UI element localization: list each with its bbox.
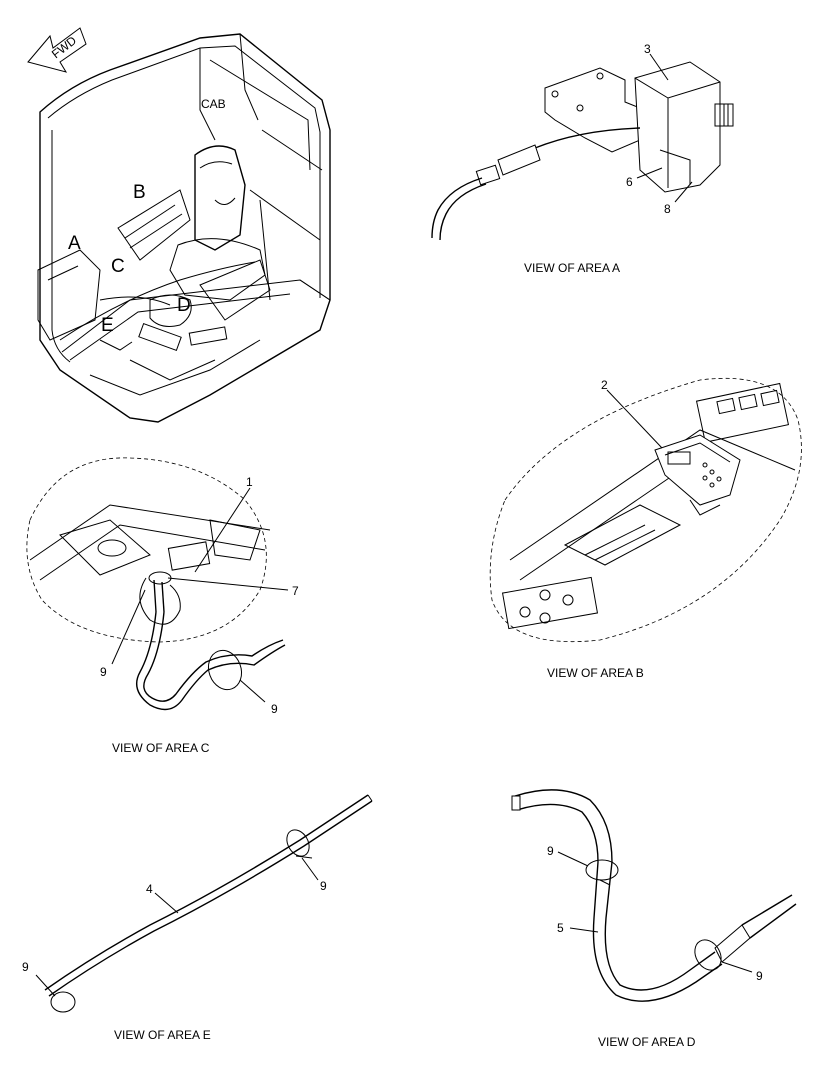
callout-d-9-bottom: 9 xyxy=(756,969,763,983)
caption-view-c: VIEW OF AREA C xyxy=(112,741,210,755)
fwd-arrow-label: FWD xyxy=(49,33,79,61)
area-label-b: B xyxy=(133,182,146,203)
callout-e-9-right: 9 xyxy=(320,879,327,893)
view-area-b: 2 VIEW OF AREA B xyxy=(489,377,802,680)
area-label-e: E xyxy=(101,315,114,336)
cab-overview: CAB B A C D E xyxy=(37,33,331,423)
callout-a-8: 8 xyxy=(664,202,671,216)
callout-d-9-top: 9 xyxy=(547,844,554,858)
area-label-c: C xyxy=(111,256,125,277)
callout-c-9-left: 9 xyxy=(100,665,107,679)
callout-a-3: 3 xyxy=(644,42,651,56)
callout-e-4: 4 xyxy=(146,882,153,896)
callout-a-6: 6 xyxy=(626,175,633,189)
fwd-arrow: FWD xyxy=(27,27,87,73)
area-label-d: D xyxy=(177,295,191,316)
callout-d-5: 5 xyxy=(557,921,564,935)
caption-view-d: VIEW OF AREA D xyxy=(598,1035,696,1049)
callout-c-1: 1 xyxy=(246,475,253,489)
view-area-d: 9 5 9 VIEW OF AREA D xyxy=(511,789,797,1049)
view-area-e: 4 9 9 VIEW OF AREA E xyxy=(22,794,373,1042)
view-area-c: 1 7 9 9 VIEW OF AREA C xyxy=(26,457,299,755)
caption-view-a: VIEW OF AREA A xyxy=(524,261,620,275)
callout-c-7: 7 xyxy=(292,584,299,598)
callout-e-9-left: 9 xyxy=(22,960,29,974)
callout-b-2: 2 xyxy=(601,378,608,392)
area-label-a: A xyxy=(68,233,81,254)
view-area-a: 3 6 8 VIEW OF AREA A xyxy=(431,42,734,275)
callout-c-9-right: 9 xyxy=(271,702,278,716)
caption-view-e: VIEW OF AREA E xyxy=(114,1028,211,1042)
caption-view-b: VIEW OF AREA B xyxy=(547,666,644,680)
cab-label: CAB xyxy=(201,97,226,111)
